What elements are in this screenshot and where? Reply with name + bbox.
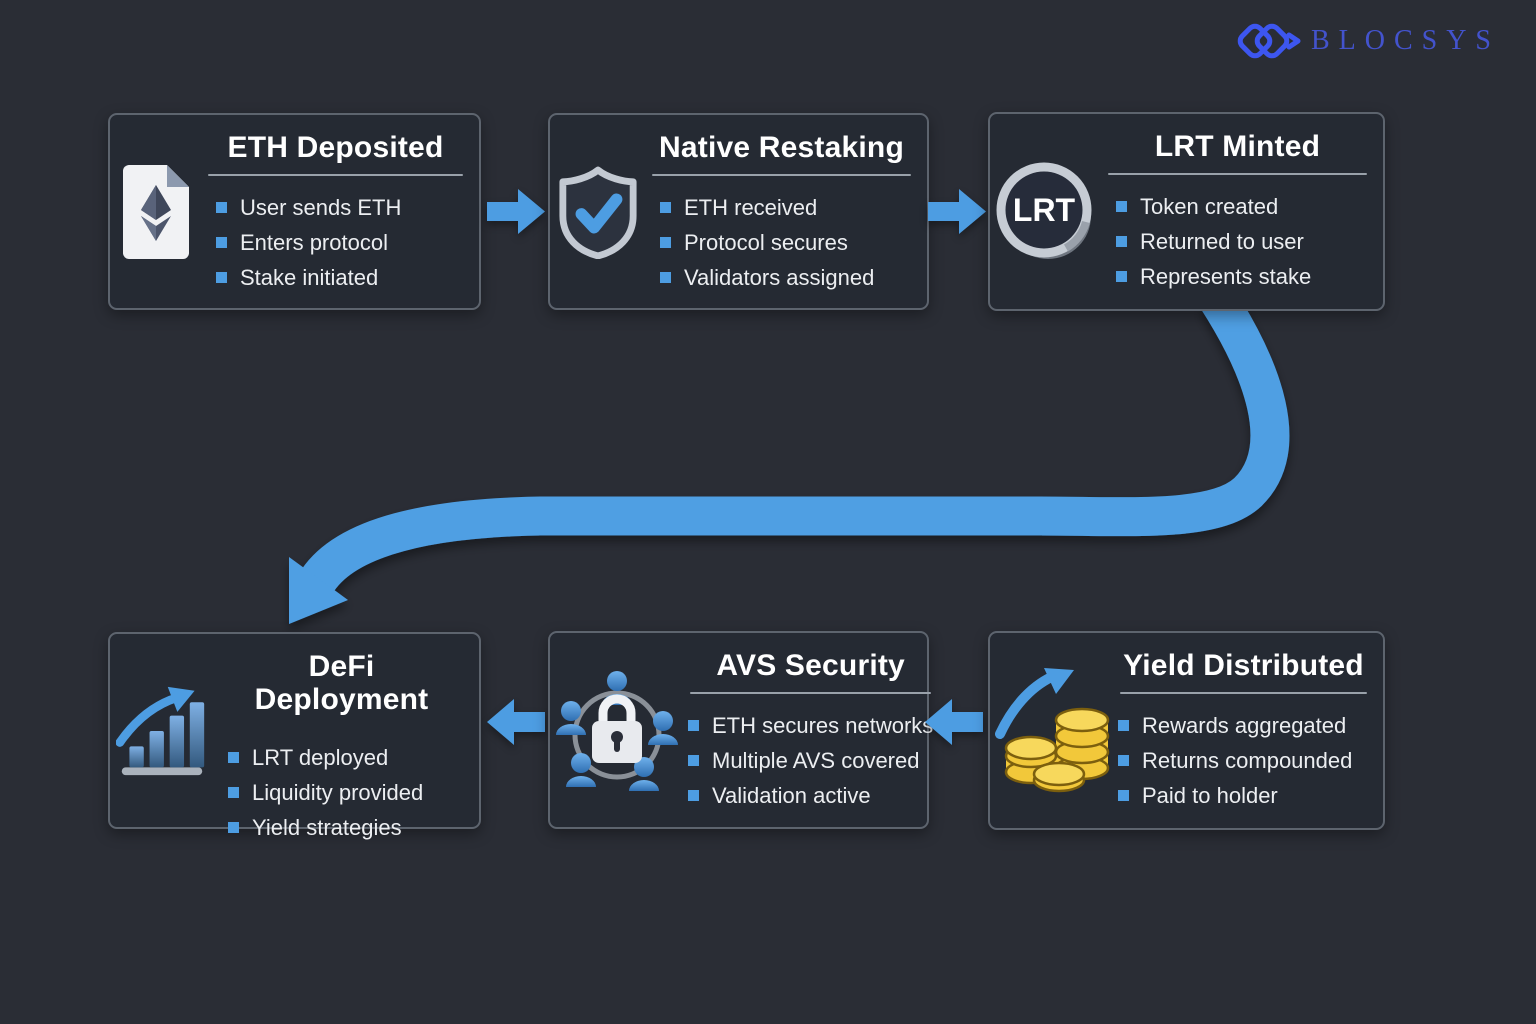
box-title: Yield Distributed (1123, 649, 1364, 682)
bullet-text: Multiple AVS covered (712, 748, 920, 773)
brand-name: BLOCSYS (1310, 25, 1500, 56)
bullet-square-icon (688, 755, 699, 766)
flow-box-yield-distributed: Yield Distributed Rewards aggregated Ret… (988, 631, 1385, 830)
eth-document-icon (110, 115, 202, 308)
coins-up-icon (990, 633, 1114, 828)
box-title: DeFi Deployment (254, 650, 429, 716)
bullet-square-icon (228, 822, 239, 833)
bullet-square-icon (688, 720, 699, 731)
left-arrow-icon (925, 699, 983, 745)
bullet-square-icon (1116, 236, 1127, 247)
bullet-text: Rewards aggregated (1142, 713, 1347, 738)
bullet-item: Stake initiated (216, 260, 465, 295)
brand-logo: BLOCSYS (1233, 16, 1500, 66)
bullet-item: Paid to holder (1118, 778, 1369, 813)
bullet-item: ETH received (660, 190, 913, 225)
bullet-text: Returns compounded (1142, 748, 1353, 773)
bullet-square-icon (1116, 271, 1127, 282)
flow-box-eth-deposited: ETH Deposited User sends ETH Enters prot… (108, 113, 481, 310)
bullet-square-icon (216, 272, 227, 283)
bullet-square-icon (216, 202, 227, 213)
bar-chart-up-icon (110, 634, 214, 827)
left-arrow-icon (487, 699, 545, 745)
bullet-item: User sends ETH (216, 190, 465, 225)
bullet-text: Validators assigned (684, 265, 875, 290)
bullet-item: Multiple AVS covered (688, 743, 933, 778)
bullet-text: ETH secures networks (712, 713, 934, 738)
shield-check-icon (550, 115, 646, 308)
bullet-item: Enters protocol (216, 225, 465, 260)
bullet-square-icon (228, 787, 239, 798)
bullet-square-icon (1118, 790, 1129, 801)
bullet-text: Stake initiated (240, 265, 379, 290)
interlocked-diamonds-chevron-icon (1237, 23, 1301, 59)
bullet-item: Returned to user (1116, 224, 1369, 259)
bullet-text: Paid to holder (1142, 783, 1278, 808)
lock-network-icon (550, 633, 684, 827)
bullet-square-icon (660, 272, 671, 283)
bullet-item: Validation active (688, 778, 933, 813)
bullet-item: Rewards aggregated (1118, 708, 1369, 743)
flow-box-native-restaking: Native Restaking ETH received Protocol s… (548, 113, 929, 310)
bullet-square-icon (660, 202, 671, 213)
box-title: LRT Minted (1154, 130, 1321, 163)
bullet-item: Represents stake (1116, 259, 1369, 294)
bullet-item: LRT deployed (228, 740, 465, 775)
flow-box-lrt-minted: LRT LRT Minted Token created Returned to… (988, 112, 1385, 311)
bullet-text: Returned to user (1140, 229, 1304, 254)
bullet-item: Returns compounded (1118, 743, 1369, 778)
flow-box-defi-deployment: DeFi Deployment LRT deployed Liquidity p… (108, 632, 481, 840)
bullet-item: Token created (1116, 189, 1369, 224)
bullet-item: Yield strategies (228, 810, 465, 845)
bullet-item: Liquidity provided (228, 775, 465, 810)
box-title: Native Restaking (659, 131, 904, 164)
bullet-item: ETH secures networks (688, 708, 933, 743)
bullet-text: Yield strategies (252, 815, 402, 840)
bullet-square-icon (1118, 755, 1129, 766)
flow-box-avs-security: AVS Security ETH secures networks Multip… (548, 631, 933, 829)
box-title: ETH Deposited (227, 131, 444, 164)
bullet-square-icon (688, 790, 699, 801)
title-divider (1120, 692, 1367, 694)
bullet-text: Enters protocol (240, 230, 388, 255)
svg-text:LRT: LRT (1013, 192, 1076, 228)
title-divider (690, 692, 932, 694)
bullet-text: ETH received (684, 195, 818, 220)
bullet-text: User sends ETH (240, 195, 402, 220)
title-divider (1108, 173, 1367, 175)
box-title: AVS Security (716, 649, 905, 682)
right-arrow-icon (487, 189, 545, 234)
bullet-text: Protocol secures (684, 230, 848, 255)
bullet-square-icon (216, 237, 227, 248)
bullet-item: Validators assigned (660, 260, 913, 295)
bullet-square-icon (1118, 720, 1129, 731)
bullet-text: Liquidity provided (252, 780, 424, 805)
bullet-square-icon (660, 237, 671, 248)
bullet-text: LRT deployed (252, 745, 389, 770)
bullet-text: Represents stake (1140, 264, 1312, 289)
title-divider (652, 174, 911, 176)
bullet-item: Protocol secures (660, 225, 913, 260)
lrt-coin-icon: LRT (990, 114, 1102, 309)
bullet-square-icon (1116, 201, 1127, 212)
title-divider (208, 174, 463, 176)
bullet-square-icon (228, 752, 239, 763)
bullet-text: Token created (1140, 194, 1279, 219)
bullet-text: Validation active (712, 783, 871, 808)
right-arrow-icon (928, 189, 986, 234)
